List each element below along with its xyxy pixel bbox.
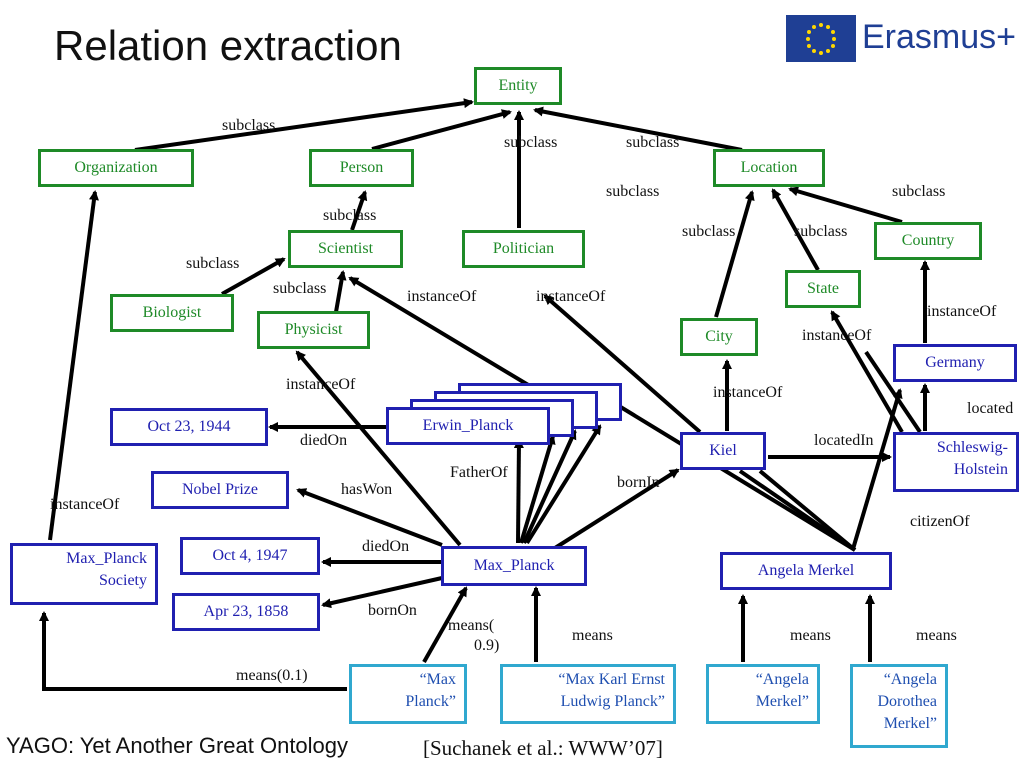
node-biologist: Biologist <box>110 294 234 332</box>
edge-label-subclass: subclass <box>273 280 327 297</box>
edge-scientist-person <box>350 190 368 231</box>
node-max-planck: Max_Planck <box>441 546 587 586</box>
node-mention-angela-dorothea-merkel: “Angela Dorothea Merkel” <box>850 664 948 748</box>
edge-label-subclass: subclass <box>892 183 946 200</box>
edge-erwin-scientist <box>348 276 542 394</box>
edge-biologist-scientist <box>221 257 286 296</box>
edge-country-location <box>788 186 903 224</box>
edge-label-means: means <box>572 627 613 644</box>
edge-qmax-maxplanck <box>422 586 468 663</box>
edge-label-instanceof: instanceOf <box>927 303 997 320</box>
edge-maxplanck-physicist <box>295 350 462 547</box>
node-scientist: Scientist <box>288 230 403 268</box>
edge-label-subclass: subclass <box>606 183 660 200</box>
edge-physicist-scientist <box>334 270 347 313</box>
edge-person-entity <box>371 109 512 151</box>
edge-label-locatedin: locatedIn <box>814 432 874 449</box>
node-nobel-prize: Nobel Prize <box>151 471 289 509</box>
edge-label-subclass: subclass <box>323 207 377 224</box>
edge-label-subclass: subclass <box>504 134 558 151</box>
edge-merkel-politician <box>594 390 857 552</box>
node-politician: Politician <box>462 230 585 268</box>
node-schleswig-holstein: Schleswig- Holstein <box>893 432 1019 492</box>
edge-label-instanceof: instanceOf <box>713 384 783 401</box>
node-mention-angela-merkel: “Angela Merkel” <box>706 664 820 724</box>
edge-kiel-politician <box>543 294 702 434</box>
edge-label-instanceof: instanceOf <box>286 376 356 393</box>
citation: [Suchanek et al.: WWW’07] <box>423 736 663 760</box>
edge-maxplanck-erwin-4 <box>525 424 602 545</box>
node-city: City <box>680 318 758 356</box>
yago-caption: YAGO: Yet Another Great Ontology <box>6 733 349 758</box>
edge-maxplanck-erwin-3 <box>522 429 577 544</box>
edge-label-citizenof: citizenOf <box>910 513 970 530</box>
edge-maxplanck-erwin-2 <box>519 434 556 544</box>
node-germany: Germany <box>893 344 1017 382</box>
edge-label-subclass: subclass <box>222 117 276 134</box>
eu-flag-icon <box>786 15 856 62</box>
erasmus-logo-text: Erasmus+ <box>862 18 1016 56</box>
edge-label-instanceof: instanceOf <box>536 288 606 305</box>
edge-label-bornin: bornIn <box>617 474 660 491</box>
node-organization: Organization <box>38 149 194 187</box>
edge-label-fatherof: FatherOf <box>450 464 508 481</box>
edge-label-means: means <box>790 627 831 644</box>
edge-maxplanck-apr1858 <box>321 576 443 609</box>
node-kiel: Kiel <box>680 432 766 470</box>
edge-location-entity <box>533 106 743 152</box>
node-state: State <box>785 270 861 308</box>
edge-mps-organization <box>48 190 99 541</box>
node-mention-max-karl-ernst-ludwig-planck: “Max Karl Ernst Ludwig Planck” <box>500 664 676 724</box>
edge-label-haswon: hasWon <box>341 481 393 498</box>
edge-merkel-schleswig <box>851 388 903 550</box>
edge-schleswig-state <box>830 310 904 434</box>
node-entity: Entity <box>474 67 562 105</box>
edge-city-location <box>714 190 755 318</box>
edge-label-diedon: diedOn <box>362 538 410 555</box>
edge-label-subclass: subclass <box>682 223 736 240</box>
edge-label-means: means( <box>448 617 495 634</box>
edge-merkel-kiel-2 <box>758 469 857 552</box>
edge-label-instanceof: instanceOf <box>407 288 477 305</box>
node-erwin-planck: Erwin_Planck <box>386 407 550 445</box>
edge-qmax-mps <box>39 611 347 691</box>
edge-label-means: means <box>916 627 957 644</box>
node-max-planck-society: Max_Planck Society <box>10 543 158 605</box>
node-apr-1858: Apr 23, 1858 <box>172 593 320 631</box>
edge-label-instanceof: instanceOf <box>802 327 872 344</box>
edge-maxplanck-nobel <box>296 488 443 547</box>
node-country: Country <box>874 222 982 260</box>
edge-state-location <box>771 188 820 271</box>
node-oct-1947: Oct 4, 1947 <box>180 537 320 575</box>
edge-label-bornon: bornOn <box>368 602 417 619</box>
edge-label-located: located <box>967 400 1014 417</box>
node-physicist: Physicist <box>257 311 370 349</box>
node-person: Person <box>309 149 414 187</box>
edge-label-means: means(0.1) <box>236 667 308 684</box>
edge-label-instanceof: instanceOf <box>50 496 120 513</box>
slide-title: Relation extraction <box>54 22 402 69</box>
edge-schleswig-germany-branch <box>864 350 922 434</box>
edge-maxplanck-kiel <box>553 468 680 550</box>
edge-label-subclass: subclass <box>186 255 240 272</box>
edge-label-subclass: subclass <box>794 223 848 240</box>
edge-label-diedon: diedOn <box>300 432 348 449</box>
node-location: Location <box>713 149 825 187</box>
edge-label-means-weight: 0.9) <box>474 637 500 654</box>
node-oct-1944: Oct 23, 1944 <box>110 408 268 446</box>
node-angela-merkel: Angela Merkel <box>720 552 892 590</box>
erasmus-logo: Erasmus+ <box>786 15 1018 65</box>
edge-label-subclass: subclass <box>626 134 680 151</box>
edge-maxplanck-erwin-1 <box>513 438 524 544</box>
node-mention-max-planck: “Max Planck” <box>349 664 467 724</box>
edge-organization-entity <box>134 98 474 152</box>
